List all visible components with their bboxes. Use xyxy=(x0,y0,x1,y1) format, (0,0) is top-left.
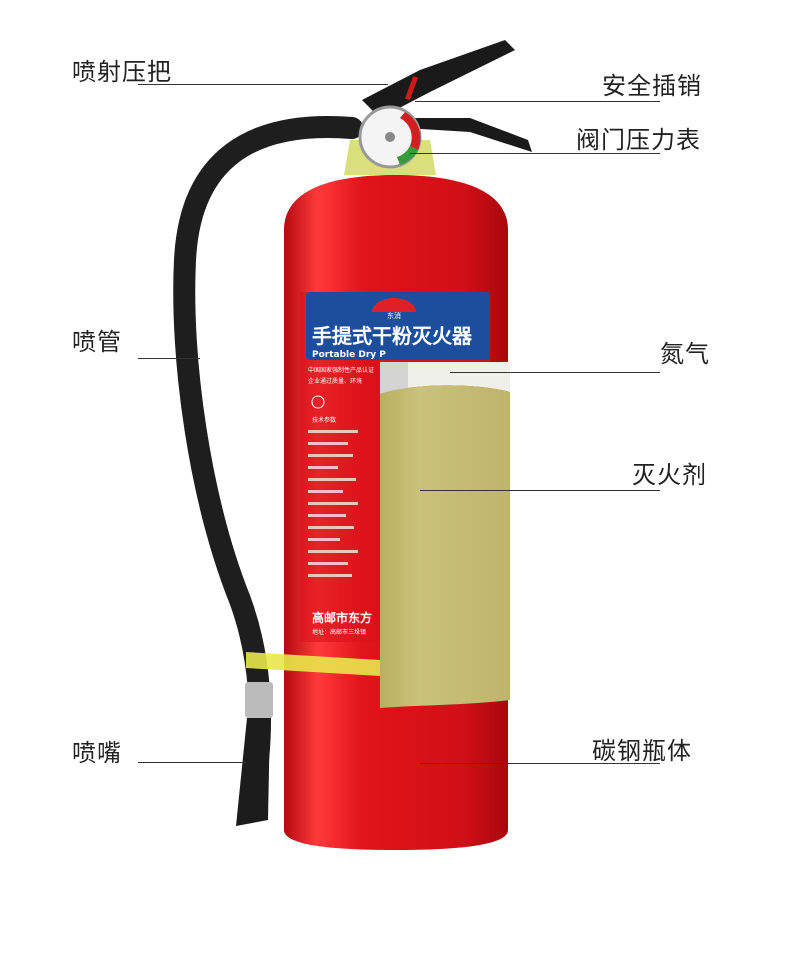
hose-ferrule xyxy=(245,682,273,718)
manufacturer: 高邮市东方 xyxy=(312,610,372,625)
cert-line-1: 中国国家强制性产品认证 xyxy=(308,366,374,374)
label-header xyxy=(306,292,490,360)
label-extinguishing-agent: 灭火剂 xyxy=(632,461,707,489)
address: 地址：高邮市三垛镇 xyxy=(312,628,366,636)
safety-pin xyxy=(405,76,418,101)
tech-params-heading: 技术参数 xyxy=(312,416,336,424)
cert-line-2: 企业通过质量、环境 xyxy=(308,377,362,385)
carry-handle xyxy=(400,118,532,152)
leader-line-agent xyxy=(420,490,660,491)
label-nozzle: 喷嘴 xyxy=(72,739,122,767)
label-cylinder-body: 碳钢瓶体 xyxy=(592,737,692,765)
hose-strap xyxy=(246,652,380,676)
label-pressure-gauge: 阀门压力表 xyxy=(576,126,701,154)
nozzle xyxy=(236,718,270,826)
label-safety-pin: 安全插销 xyxy=(602,72,702,100)
cutaway-nitrogen xyxy=(380,362,510,394)
leader-line-nozzle xyxy=(138,762,246,763)
label-trigger: 喷射压把 xyxy=(72,58,172,86)
leader-line-cylinder xyxy=(420,763,660,764)
product-title-en: Portable Dry P xyxy=(312,350,386,360)
leader-line-hose xyxy=(138,358,200,359)
leader-line-pressure-gauge xyxy=(410,153,660,154)
cutaway-agent xyxy=(380,385,510,708)
product-title-cn: 手提式干粉灭火器 xyxy=(312,324,473,348)
leader-line-nitrogen xyxy=(450,372,660,373)
leader-line-trigger xyxy=(138,84,388,85)
label-hose: 喷管 xyxy=(72,328,122,356)
leader-line-safety-pin xyxy=(415,101,660,102)
brand-name: 东消 xyxy=(387,311,401,320)
brand-logo xyxy=(372,298,416,312)
label-nitrogen: 氮气 xyxy=(660,340,710,368)
trigger-lever xyxy=(362,40,515,118)
